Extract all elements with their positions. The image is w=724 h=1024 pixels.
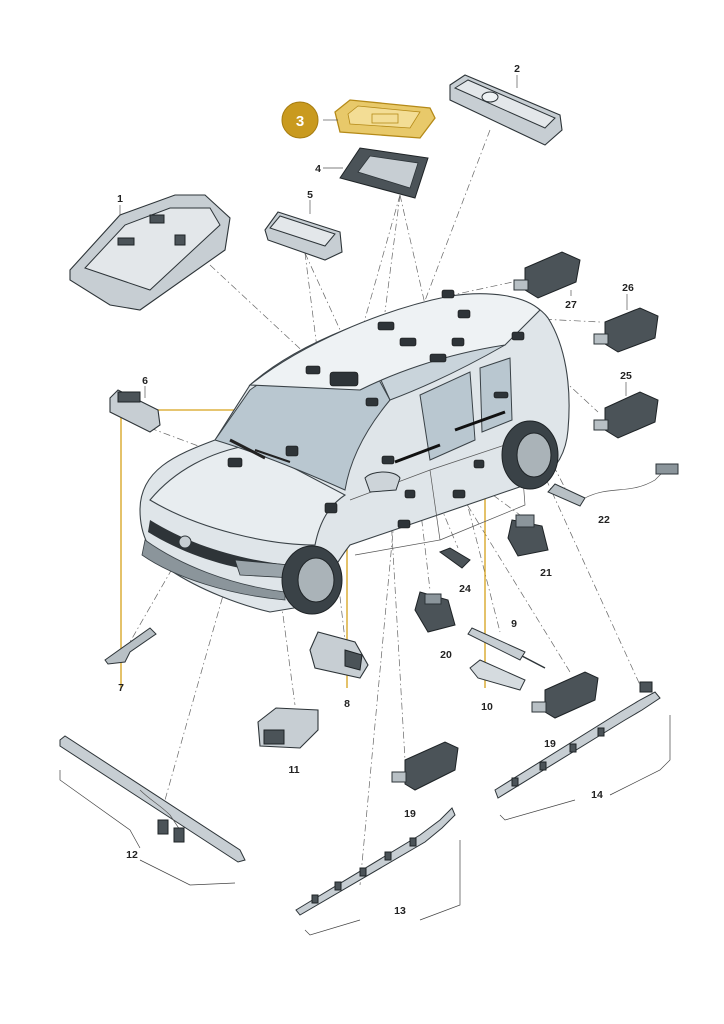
label-ticks	[119, 75, 628, 398]
part-1-overhead-console	[69, 194, 231, 311]
part-24-handle	[438, 547, 471, 569]
callout-9[interactable]: 9	[511, 618, 517, 630]
part-26-sensor	[593, 307, 659, 353]
part-8-module	[309, 631, 369, 679]
callout-labels: 3 1 2 4 5 6 7 8 9 10 11 12 13 14 19 19 2…	[117, 63, 634, 917]
callout-14[interactable]: 14	[591, 789, 603, 801]
part-21-switch	[507, 514, 549, 557]
part-9-strip	[467, 627, 546, 669]
callout-3-highlight[interactable]	[281, 101, 319, 139]
part-14-sensor-strip	[494, 681, 661, 799]
callout-6[interactable]: 6	[142, 375, 148, 387]
part-11-module	[257, 707, 319, 749]
callout-11[interactable]: 11	[288, 764, 299, 776]
part-19-sensor-lower	[391, 741, 459, 791]
callout-4[interactable]: 4	[315, 163, 321, 175]
part-20-switch	[414, 591, 456, 633]
part-5-module	[264, 211, 343, 261]
callout-13[interactable]: 13	[394, 905, 406, 917]
callout-5[interactable]: 5	[307, 189, 313, 201]
part-4-frame	[339, 147, 429, 199]
part-25-sensor	[593, 391, 659, 439]
callout-19-right[interactable]: 19	[544, 738, 556, 750]
part-10-bracket	[469, 659, 526, 691]
part-19-sensor-right	[531, 671, 599, 719]
callout-27[interactable]: 27	[565, 299, 577, 311]
callout-26[interactable]: 26	[622, 282, 634, 294]
part-6-sensor	[109, 389, 161, 433]
callout-20[interactable]: 20	[440, 649, 452, 661]
car-body	[139, 289, 570, 615]
callout-8[interactable]: 8	[344, 698, 350, 710]
callout-2[interactable]: 2	[514, 63, 520, 75]
part-27-sensor	[513, 251, 581, 299]
callout-1[interactable]: 1	[117, 193, 123, 205]
callout-3[interactable]: 3	[296, 113, 304, 130]
part-3-highlighted-plate	[334, 99, 436, 139]
callout-19-lower[interactable]: 19	[404, 808, 416, 820]
part-7-sensor-clip	[104, 627, 157, 665]
part-22-wiring	[547, 463, 679, 507]
callout-12[interactable]: 12	[126, 849, 138, 861]
callout-25[interactable]: 25	[620, 370, 632, 382]
callout-7[interactable]: 7	[118, 682, 124, 694]
part-2-sensor-housing	[449, 74, 563, 146]
callout-24[interactable]: 24	[459, 583, 471, 595]
part-13-sensor-strip	[295, 807, 456, 916]
callout-10[interactable]: 10	[481, 701, 493, 713]
callout-21[interactable]: 21	[540, 567, 552, 579]
callout-22[interactable]: 22	[598, 514, 610, 526]
part-12-sensor-strip	[59, 735, 246, 863]
